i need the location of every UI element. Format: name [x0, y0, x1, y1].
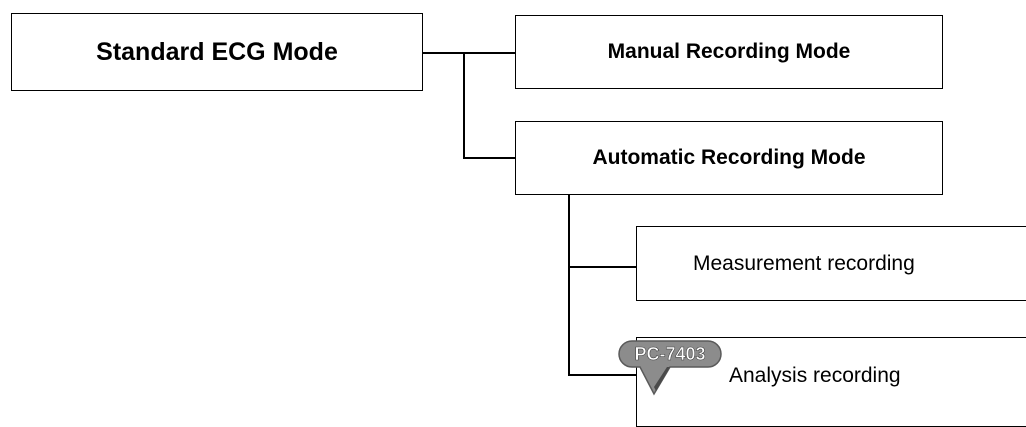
connector-to-measurement: [568, 266, 636, 268]
badge-label: PC-7403: [634, 344, 705, 364]
badge-tail-shadow: [654, 367, 670, 391]
pc-7403-badge: PC-7403: [618, 340, 722, 396]
node-automatic-label: Automatic Recording Mode: [592, 146, 866, 169]
node-measurement-recording: Measurement recording: [636, 226, 1026, 301]
connector-to-analysis: [568, 374, 636, 376]
connector-standard-to-trunk: [423, 52, 463, 54]
node-manual-label: Manual Recording Mode: [607, 40, 851, 63]
connector-auto-trunk-vertical: [568, 195, 570, 375]
node-standard-label: Standard ECG Mode: [96, 37, 338, 66]
connector-to-manual: [463, 52, 515, 54]
node-measurement-label: Measurement recording: [693, 251, 915, 275]
node-analysis-label: Analysis recording: [729, 364, 901, 387]
node-standard-ecg-mode: Standard ECG Mode: [11, 13, 423, 91]
connector-trunk-vertical: [463, 52, 465, 158]
connector-to-automatic: [463, 157, 515, 159]
node-automatic-recording-mode: Automatic Recording Mode: [515, 121, 943, 195]
node-manual-recording-mode: Manual Recording Mode: [515, 15, 943, 89]
